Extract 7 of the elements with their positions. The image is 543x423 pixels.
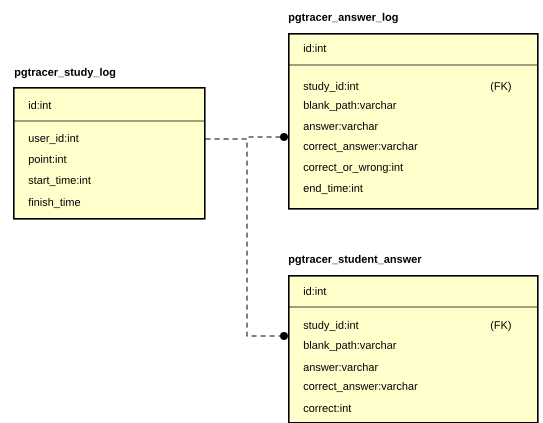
node-label: pgtracer_study_log	[14, 68, 116, 78]
table-box: pgtracer_student_answer id:int study_id:int (FK) blank_path:varchar answer:varchar correct_answer:varchar correct:int	[288, 254, 539, 423]
node-label: pgtracer_student_answer	[288, 254, 422, 266]
table-box: pgtracer_study_log id:int user_id:int point:int start_time:int finish_time	[12, 68, 206, 220]
node-label: pgtracer_answer_log	[288, 12, 398, 24]
table-box: pgtracer_answer_log id:int study_id:int (FK) blank_path:varchar answer:varchar correct_answer:varchar correct_or_wrong:int end_time:int	[288, 12, 539, 210]
connector-line	[205, 138, 288, 340]
